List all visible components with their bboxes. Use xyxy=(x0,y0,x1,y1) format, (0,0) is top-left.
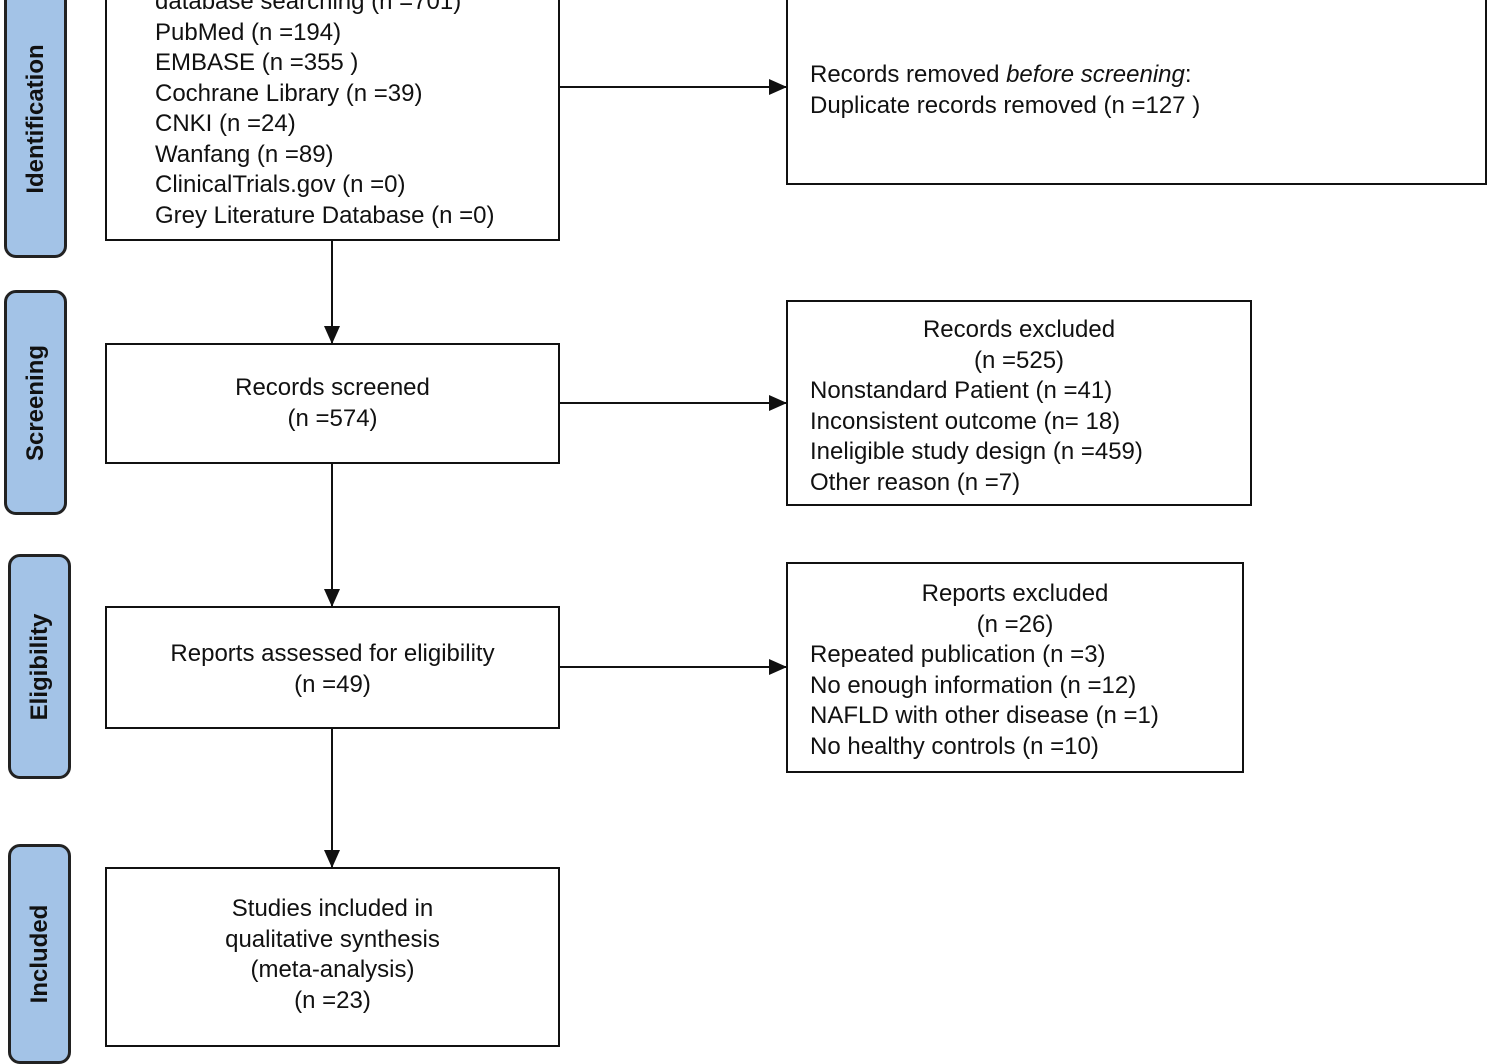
records-screened-box: Records screened (n =574) xyxy=(105,343,560,464)
report-exclusion-reason: Repeated publication (n =3) xyxy=(810,641,1106,668)
screened-line: (n =574) xyxy=(287,404,378,432)
studies-included-box: Studies included in qualitative synthesi… xyxy=(105,867,560,1047)
records-removed-box: Records removed before screening: Duplic… xyxy=(786,0,1487,185)
included-line: (n =23) xyxy=(294,986,371,1014)
identification-line: Wanfang (n =89) xyxy=(155,140,334,168)
identification-line: database searching (n =701) xyxy=(155,0,462,15)
phase-identification: Identification xyxy=(4,0,67,258)
exclusion-reason: Inconsistent outcome (n= 18) xyxy=(810,407,1121,435)
reports-excluded-title: Reports excluded xyxy=(921,580,1109,607)
included-line: Studies included in xyxy=(231,895,434,922)
report-exclusion-reason: NAFLD with other disease (n =1) xyxy=(810,702,1159,729)
removed-line-1: Records removed before screening: xyxy=(810,60,1485,91)
identification-line: PubMed (n =194) xyxy=(155,18,342,46)
connector-arrows xyxy=(324,79,787,868)
included-line: qualitative synthesis xyxy=(225,925,440,953)
removed-suffix: : xyxy=(1184,61,1192,88)
phase-screening: Screening xyxy=(4,290,67,515)
excluded-title: Records excluded xyxy=(922,316,1116,343)
exclusion-reason: Other reason (n =7) xyxy=(810,468,1021,496)
identification-line: Cochrane Library (n =39) xyxy=(155,79,423,107)
included-line: (meta-analysis) xyxy=(250,956,415,983)
assessed-line: Reports assessed for eligibility xyxy=(170,640,495,667)
identification-line: ClinicalTrials.gov (n =0) xyxy=(155,171,406,198)
reports-excluded-box: Reports excluded (n =26) Repeated public… xyxy=(786,562,1244,773)
reports-excluded-count: (n =26) xyxy=(976,610,1054,638)
reports-assessed-box: Reports assessed for eligibility (n =49) xyxy=(105,606,560,729)
removed-prefix: Records removed xyxy=(810,61,1007,88)
removed-line-2: Duplicate records removed (n =127 ) xyxy=(810,91,1201,119)
identification-box: database searching (n =701) PubMed (n =1… xyxy=(105,0,560,241)
phase-eligibility: Eligibility xyxy=(8,554,71,779)
excluded-count: (n =525) xyxy=(973,346,1065,374)
screened-line: Records screened xyxy=(235,374,430,401)
identification-line: CNKI (n =24) xyxy=(155,110,296,137)
assessed-line: (n =49) xyxy=(294,670,371,698)
identification-line: Grey Literature Database (n =0) xyxy=(155,201,495,229)
identification-line: EMBASE (n =355 ) xyxy=(155,49,359,76)
exclusion-reason: Nonstandard Patient (n =41) xyxy=(810,377,1113,404)
exclusion-reason: Ineligible study design (n =459) xyxy=(810,438,1143,465)
removed-italic: before screening xyxy=(1006,61,1185,88)
records-excluded-box: Records excluded (n =525) Nonstandard Pa… xyxy=(786,300,1252,506)
report-exclusion-reason: No healthy controls (n =10) xyxy=(810,732,1099,760)
report-exclusion-reason: No enough information (n =12) xyxy=(810,671,1137,699)
